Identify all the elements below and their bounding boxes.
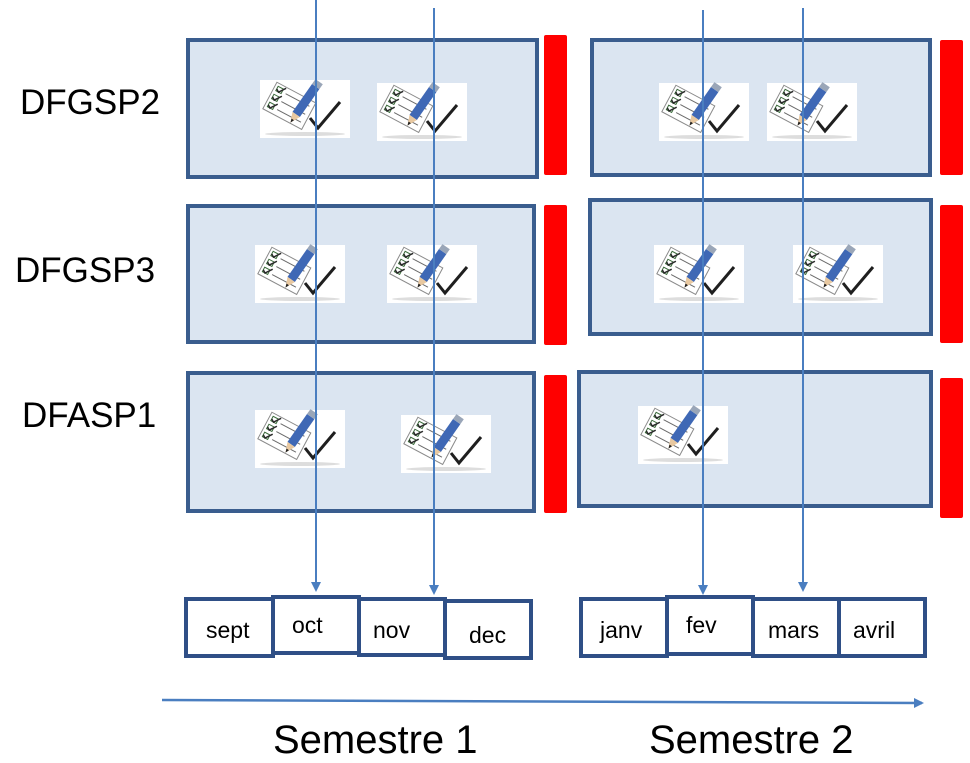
exam-checklist-pencil-icon — [791, 242, 885, 305]
red-bar-s2-dfasp1 — [940, 378, 963, 518]
exam-checklist-pencil-icon — [636, 403, 730, 466]
month-box-dec — [443, 599, 533, 660]
month-box-janv — [579, 597, 669, 658]
red-bar-s1-dfasp1 — [544, 375, 567, 513]
semester-2-label: Semestre 2 — [649, 718, 854, 762]
month-label-mars: mars — [768, 617, 820, 643]
red-bar-s2-dfgsp2 — [940, 40, 963, 175]
month-label-janv: janv — [600, 617, 643, 643]
month-box-nov — [357, 597, 447, 657]
row-label-dfgsp3: DFGSP3 — [15, 251, 156, 290]
exam-checklist-pencil-icon — [375, 80, 469, 143]
exam-checklist-pencil-icon — [399, 412, 493, 475]
month-label-oct: oct — [292, 612, 323, 638]
semester-box-s2-dfgsp2 — [590, 38, 932, 177]
month-label-fev: fev — [686, 612, 717, 638]
month-box-sept — [184, 597, 275, 658]
exam-checklist-pencil-icon — [765, 80, 859, 143]
semester-1-label: Semestre 1 — [273, 718, 478, 762]
exam-checklist-pencil-icon — [652, 242, 746, 305]
row-label-dfasp1: DFASP1 — [22, 396, 157, 435]
row-label-dfgsp2: DFGSP2 — [20, 83, 161, 122]
month-label-dec: dec — [469, 622, 507, 648]
semester-box-s1-dfgsp2 — [186, 38, 539, 179]
red-bar-s1-dfgsp2 — [544, 35, 567, 175]
month-box-avril — [837, 597, 927, 658]
month-label-nov: nov — [373, 617, 411, 643]
month-box-oct — [271, 595, 361, 655]
exam-checklist-pencil-icon — [385, 242, 479, 305]
semester-box-s2-dfasp1 — [577, 370, 933, 508]
month-label-avril: avril — [853, 617, 896, 643]
semester-box-s1-dfgsp3 — [186, 204, 536, 344]
exam-checklist-pencil-icon — [258, 77, 352, 140]
red-bar-s2-dfgsp3 — [940, 205, 963, 343]
red-bar-s1-dfgsp3 — [544, 205, 567, 345]
month-label-sept: sept — [206, 617, 250, 643]
exam-checklist-pencil-icon — [253, 242, 347, 305]
exam-checklist-pencil-icon — [253, 407, 347, 470]
timeline-arrow — [161, 697, 924, 708]
